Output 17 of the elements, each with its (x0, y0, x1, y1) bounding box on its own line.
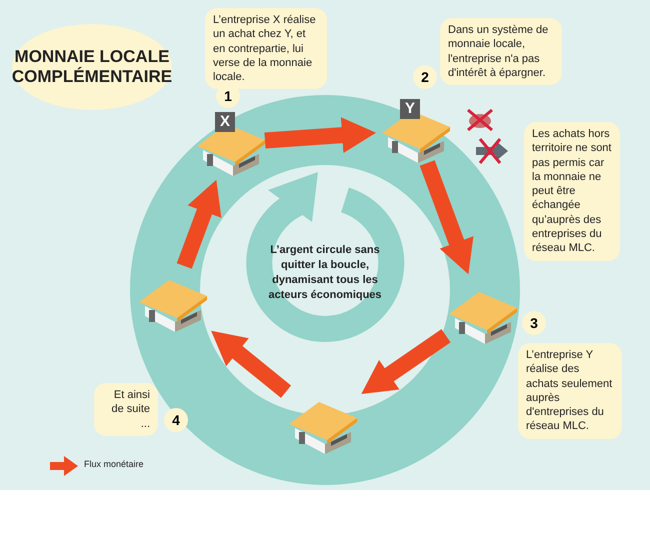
callout-text: Et ainsi de suite ... (94, 383, 158, 436)
step-number: 3 (522, 311, 546, 335)
legend-label: Flux monétaire (84, 459, 144, 469)
letter-tag: X (215, 112, 235, 132)
callout-text: L’entreprise X réalise un achat chez Y, et en contrepartie, lui verse de la monnaie locale. (205, 8, 327, 90)
arrow (264, 117, 376, 154)
callout-text: L’entreprise Y réalise des achats seulement auprès d'entreprises du réseau MLC. (518, 343, 622, 439)
arrow (211, 330, 292, 398)
arrow (420, 160, 474, 274)
callout-text: Dans un système de monnaie locale, l'entreprise n'a pas d'intérêt à épargner. (440, 18, 562, 86)
letter-tag: Y (400, 99, 420, 119)
callout-text: Les achats hors territoire ne sont pas permis car la monnaie ne peut être échangée qu’auprès des entreprises du réseau MLC. (524, 122, 620, 261)
center-caption: L’argent circule sans quitter la boucle, dynamisant tous les acteurs économiques (267, 243, 383, 302)
title-bubble: MONNAIE LOCALE COMPLÉMENTAIRE (12, 24, 172, 110)
step-number: 2 (413, 65, 437, 89)
arrow (361, 329, 451, 394)
step-number: 4 (164, 408, 188, 432)
